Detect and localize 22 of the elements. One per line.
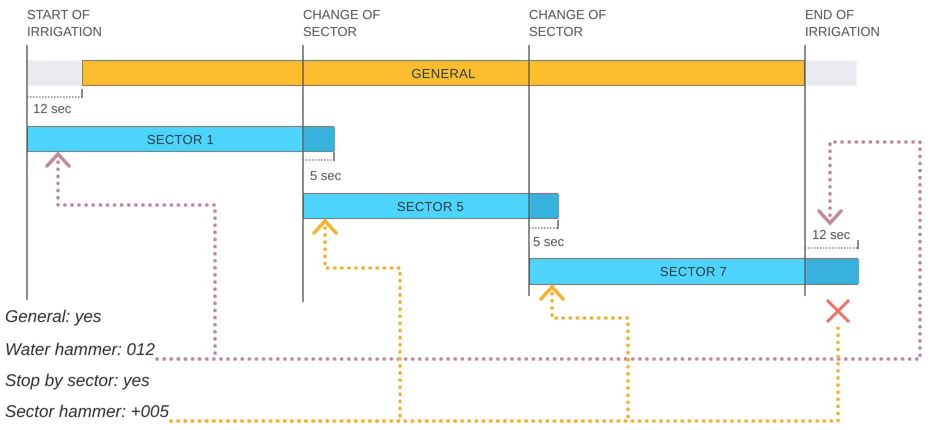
- timeline-bar: [529, 258, 858, 285]
- bar-label: SECTOR 5: [396, 198, 464, 214]
- duration-label: 5 sec: [533, 234, 564, 249]
- event-heading: CHANGE OF SECTOR: [303, 6, 382, 40]
- bar-label: SECTOR 1: [146, 132, 214, 146]
- bar-label: SECTOR 7: [660, 264, 728, 279]
- duration-label: 5 sec: [310, 168, 342, 183]
- duration-label: 12 sec: [812, 227, 850, 242]
- bar-label: GENERAL: [411, 66, 476, 80]
- setting-text: Stop by sector: yes: [5, 371, 150, 391]
- dotted-arrow: [155, 140, 922, 361]
- timeline-bar: [303, 193, 558, 219]
- event-heading: CHANGE OF SECTOR: [529, 6, 608, 40]
- timeline-bar: [27, 126, 334, 152]
- duration-label: 12 sec: [33, 101, 72, 116]
- event-heading: START OF IRRIGATION: [27, 6, 103, 40]
- setting-text: Sector hammer: +005: [5, 402, 169, 422]
- cross-mark: [825, 298, 851, 324]
- setting-text: General: yes: [5, 307, 102, 327]
- setting-text: Water hammer: 012: [5, 340, 155, 360]
- timeline-bar: [82, 60, 805, 86]
- event-heading: END OF IRRIGATION: [805, 6, 881, 40]
